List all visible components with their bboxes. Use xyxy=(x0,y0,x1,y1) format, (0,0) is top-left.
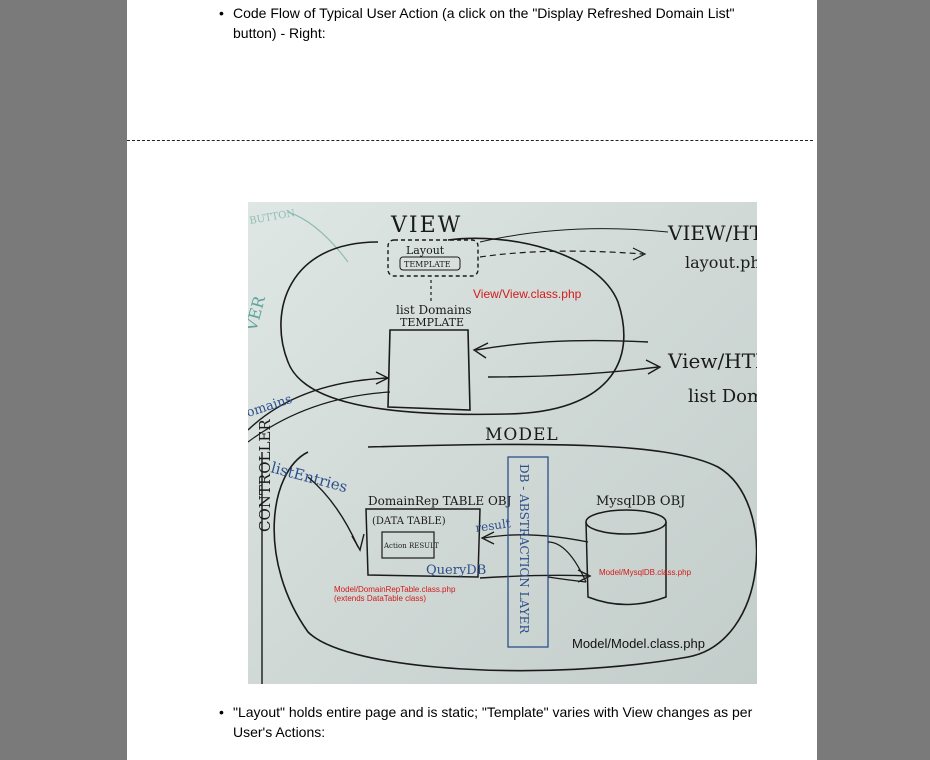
model-label: MODEL xyxy=(485,425,559,445)
controller-label: CONTROLLER xyxy=(256,419,274,532)
layout-box xyxy=(387,239,479,277)
domain-rep-table-box xyxy=(365,508,481,578)
list-domains-label: list Domains xyxy=(396,303,472,317)
action-result-box xyxy=(381,531,435,559)
layout-label: Layout xyxy=(406,244,445,257)
whiteboard-photo: BUTTON VER VIEW Layout TEMPLATE VIEW/HTM… xyxy=(248,202,757,684)
list-dom-label: list Dom xyxy=(688,386,757,407)
action-result-label: Action RESULT xyxy=(383,542,439,550)
view-html-label-2: View/HTM xyxy=(667,349,757,373)
bullet-layout-note-text: "Layout" holds entire page and is static… xyxy=(233,704,753,740)
list-domains-template-box xyxy=(387,329,471,411)
database-cylinder-body xyxy=(585,521,667,606)
document-page: • Code Flow of Typical User Action (a cl… xyxy=(127,0,817,760)
whiteboard-background xyxy=(248,202,757,684)
list-domains-template-label: TEMPLATE xyxy=(400,316,464,329)
view-label: VIEW xyxy=(390,213,462,238)
view-class-annotation: View/View.class.php xyxy=(473,287,582,301)
db-abstraction-layer-box xyxy=(507,456,549,648)
data-table-label: (DATA TABLE) xyxy=(372,516,446,527)
bullet-dot: • xyxy=(219,704,224,720)
mysql-db-class-annotation: Model/MysqlDB.class.php xyxy=(599,568,692,577)
bullet-layout-note: • "Layout" holds entire page and is stat… xyxy=(219,702,753,742)
layout-php-label: layout.ph xyxy=(685,253,757,272)
domain-rep-table-label: DomainRep TABLE OBJ xyxy=(368,494,512,508)
mysql-db-obj-label: MysqlDB OBJ xyxy=(596,494,685,509)
domain-rep-table-class-annotation: Model/DomainRepTable.class.php xyxy=(334,585,456,594)
template-label: TEMPLATE xyxy=(404,260,451,269)
bullet-code-flow-text: Code Flow of Typical User Action (a clic… xyxy=(233,5,735,41)
bullet-dot: • xyxy=(219,5,224,21)
datatable-extends-annotation: (extends DataTable class) xyxy=(334,594,426,603)
db-abstraction-layer-label: DB - ABSTRACTION LAYER xyxy=(517,464,531,634)
view-html-label-1: VIEW/HTML xyxy=(667,221,757,245)
query-db-label: QueryDB xyxy=(426,563,486,578)
bullet-code-flow: • Code Flow of Typical User Action (a cl… xyxy=(219,3,753,43)
model-boundary xyxy=(273,443,757,672)
dashed-divider xyxy=(127,140,813,141)
result-label: result xyxy=(474,516,511,535)
model-class-annotation: Model/Model.class.php xyxy=(572,636,705,651)
view-boundary xyxy=(280,237,625,416)
